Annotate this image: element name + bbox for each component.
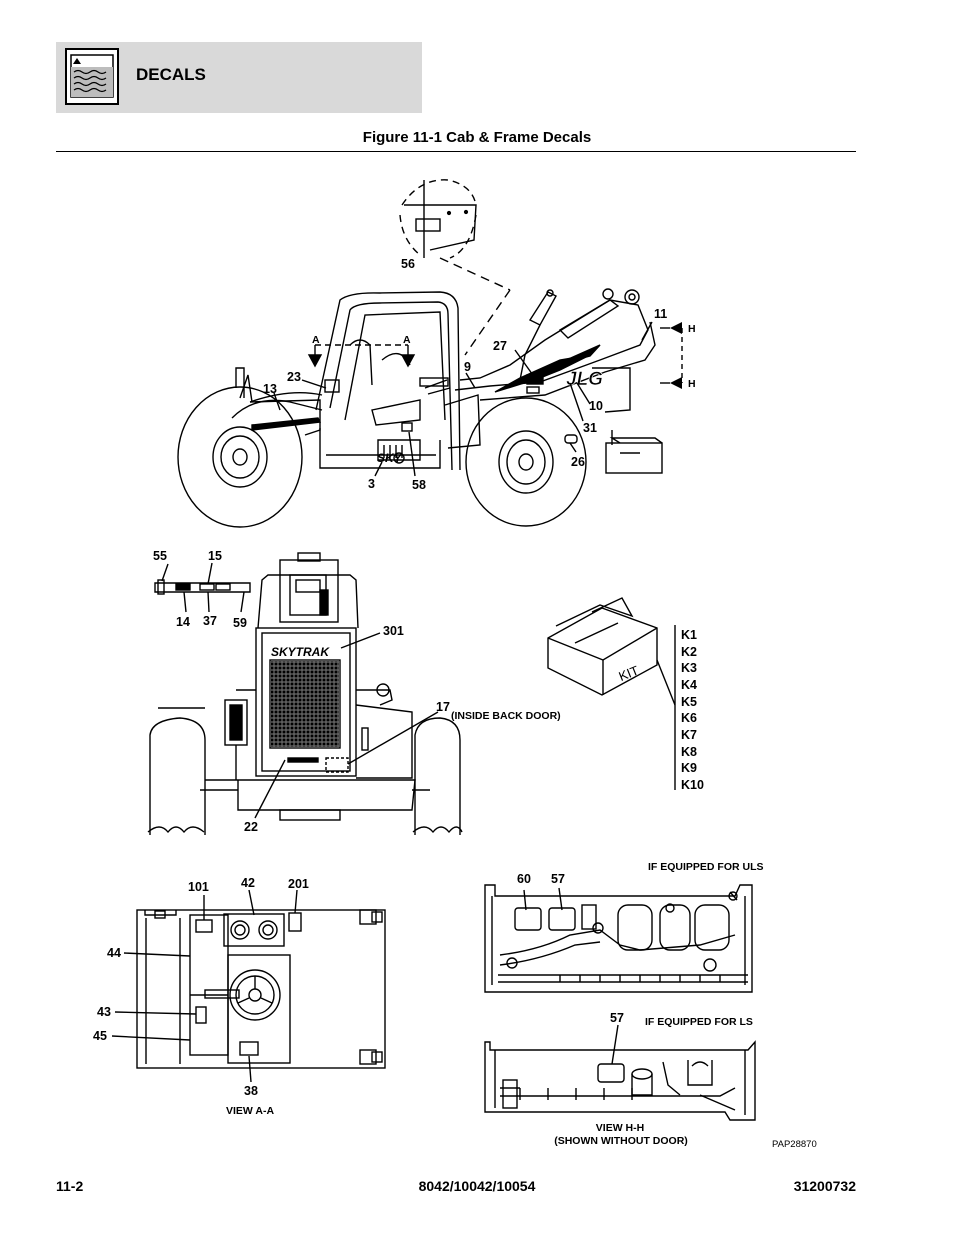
callout-37: 37 — [203, 614, 217, 628]
callout-10: 10 — [589, 399, 603, 413]
callout-44: 44 — [107, 946, 121, 960]
callout-15: 15 — [208, 549, 222, 563]
callout-23: 23 — [287, 370, 301, 384]
view-h-h-uls — [484, 884, 753, 993]
callout-17: 17 — [436, 700, 450, 714]
kit-box-label: KIT — [616, 663, 640, 685]
kit-item: K10 — [681, 778, 704, 792]
callout-45: 45 — [93, 1029, 107, 1043]
drawing-id: PAP28870 — [772, 1139, 817, 1150]
note-inside-back-door: (INSIDE BACK DOOR) — [451, 710, 561, 722]
callout-43: 43 — [97, 1005, 111, 1019]
note-if-equipped-uls: IF EQUIPPED FOR ULS — [648, 861, 764, 873]
callout-14: 14 — [176, 615, 190, 629]
jlg-logo: JLG — [566, 369, 603, 390]
document-number: 31200732 — [793, 1178, 856, 1194]
model-numbers: 8042/10042/10054 — [418, 1178, 536, 1194]
section-mark-a-right: A — [403, 334, 411, 346]
callout-201: 201 — [288, 877, 309, 891]
kit-item: K7 — [681, 728, 697, 742]
callout-101: 101 — [188, 880, 209, 894]
kit-item: K2 — [681, 645, 697, 659]
kit-item: K9 — [681, 761, 697, 775]
callout-60: 60 — [517, 872, 531, 886]
callout-58: 58 — [412, 478, 426, 492]
machine-rear-view: SKYTRAK — [147, 552, 463, 835]
section-mark-h-bottom: H — [688, 378, 696, 390]
view-h-h-subcaption: (SHOWN WITHOUT DOOR) — [554, 1135, 688, 1147]
kit-box: KIT — [547, 597, 676, 790]
kit-item: K6 — [681, 711, 697, 725]
machine-side-view: JLG SKY — [177, 179, 683, 528]
section-header: DECALS — [56, 42, 422, 113]
water-waves-icon — [65, 48, 119, 105]
kit-item: K8 — [681, 745, 697, 759]
kit-item: K3 — [681, 661, 697, 675]
view-h-h-ls — [484, 1024, 756, 1121]
kit-item: K1 — [681, 628, 697, 642]
page-number: 11-2 — [56, 1178, 84, 1194]
callout-26: 26 — [571, 455, 585, 469]
callout-38: 38 — [244, 1084, 258, 1098]
view-a-a-caption: VIEW A-A — [226, 1105, 274, 1117]
callout-22: 22 — [244, 820, 258, 834]
callout-59: 59 — [233, 616, 247, 630]
kit-item: K5 — [681, 695, 697, 709]
callout-3: 3 — [368, 477, 375, 491]
skytrak-logo: SKYTRAK — [271, 645, 330, 659]
callout-56: 56 — [401, 257, 415, 271]
figure-title: Figure 11-1 Cab & Frame Decals — [362, 129, 592, 146]
section-mark-a-left: A — [312, 334, 320, 346]
section-mark-h-top: H — [688, 323, 696, 335]
callout-57-ls: 57 — [610, 1011, 624, 1025]
callout-11: 11 — [654, 307, 667, 321]
section-title: DECALS — [136, 65, 206, 84]
callout-42: 42 — [241, 876, 255, 890]
callout-31: 31 — [583, 421, 597, 435]
view-h-h-caption: VIEW H-H — [596, 1122, 644, 1134]
callout-55: 55 — [153, 549, 167, 563]
callout-57-uls: 57 — [551, 872, 565, 886]
callout-27: 27 — [493, 339, 507, 353]
callout-301: 301 — [383, 624, 404, 638]
note-if-equipped-ls: IF EQUIPPED FOR LS — [645, 1016, 753, 1028]
callout-9: 9 — [464, 360, 471, 374]
view-a-a — [111, 889, 386, 1083]
kit-item: K4 — [681, 678, 697, 692]
callout-13: 13 — [263, 382, 277, 396]
title-rule — [56, 151, 856, 152]
